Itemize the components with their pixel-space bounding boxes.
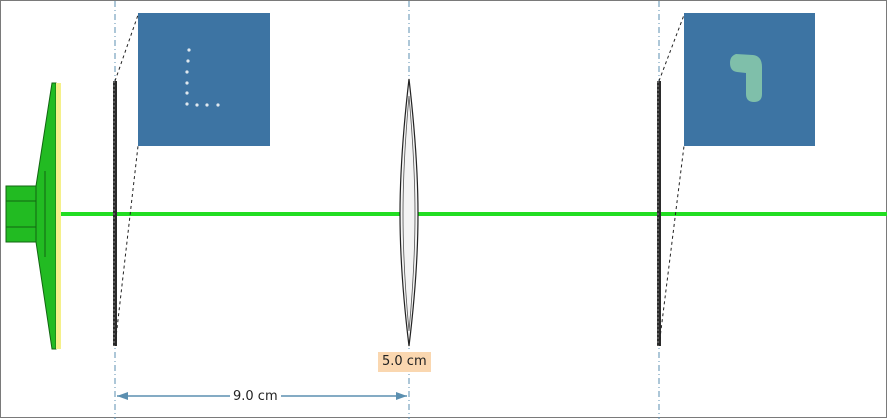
- lens-inner-outline: [402, 95, 416, 332]
- pattern-dot: [205, 103, 209, 107]
- lens-outline: [399, 78, 419, 347]
- pattern-dot: [185, 81, 189, 85]
- dimension-arrow-right: [396, 392, 407, 400]
- input-pattern-preview: [138, 13, 270, 146]
- pattern-dot: [185, 102, 189, 106]
- output-screen-plate: [657, 81, 661, 346]
- output-screen[interactable]: [657, 81, 661, 346]
- pattern-dot: [185, 91, 189, 95]
- pattern-dot: [186, 59, 190, 63]
- dimension-arrow-left: [117, 392, 128, 400]
- light-source[interactable]: [5, 82, 61, 350]
- source-reflector: [35, 82, 57, 350]
- distance-label: 9.0 cm: [230, 388, 281, 406]
- focal-length-label[interactable]: 5.0 cm: [378, 352, 431, 372]
- input-mask-plate: [113, 81, 117, 346]
- output-image-shape: [730, 54, 762, 102]
- pattern-dot: [195, 103, 199, 107]
- input-pattern-leader: [114, 14, 139, 82]
- pattern-dot: [216, 103, 220, 107]
- source-housing: [5, 185, 37, 243]
- input-mask[interactable]: [113, 81, 117, 346]
- pattern-dot: [187, 48, 191, 52]
- output-pattern-preview: [684, 13, 815, 146]
- output-pattern-leader: [658, 145, 685, 347]
- input-pattern-background: [138, 13, 270, 146]
- converging-lens[interactable]: [399, 78, 419, 347]
- output-pattern-leader: [658, 14, 685, 82]
- pattern-dot: [185, 70, 189, 74]
- source-emitter-surface: [56, 83, 61, 349]
- input-pattern-leader: [114, 145, 139, 347]
